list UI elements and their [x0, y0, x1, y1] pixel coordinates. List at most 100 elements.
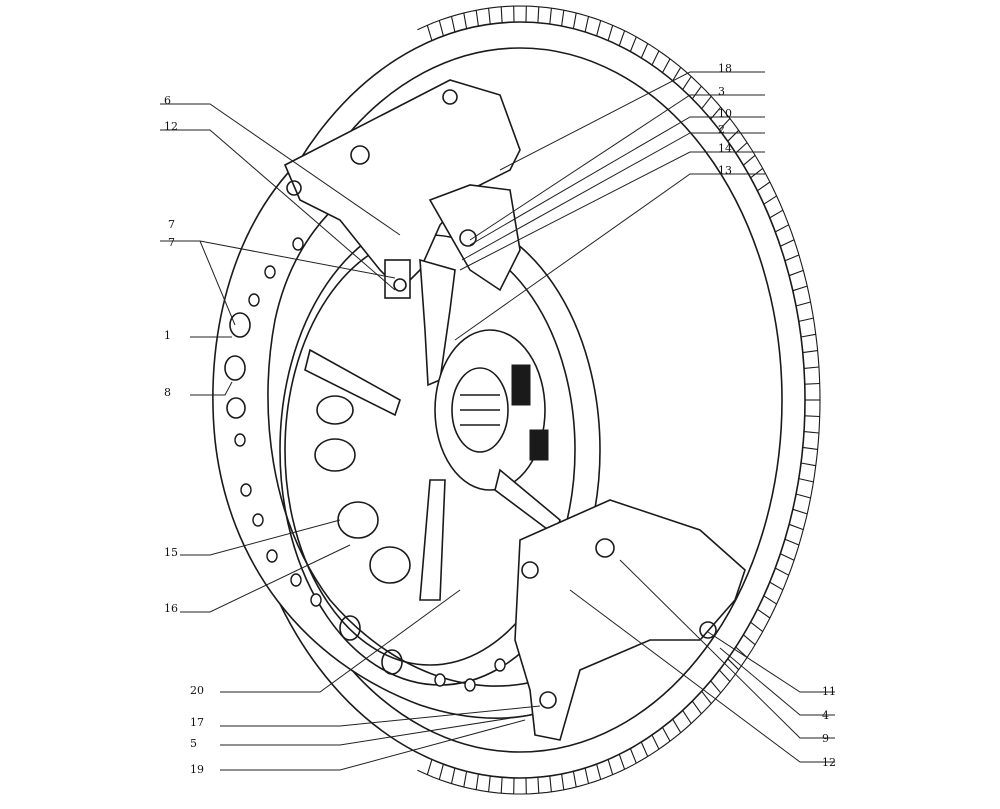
- callout-1: 1: [164, 329, 171, 342]
- callout-8: 8: [164, 386, 171, 399]
- gear-tooth: [651, 734, 660, 750]
- gear-tooth: [584, 16, 590, 33]
- gear-tooth: [629, 36, 637, 52]
- gear-tooth: [795, 493, 811, 499]
- gear-tooth: [750, 167, 764, 179]
- gear-tooth: [735, 142, 748, 154]
- clutch-hub: [304, 329, 561, 601]
- gear-tooth: [780, 553, 795, 561]
- gear-tooth: [682, 710, 692, 724]
- gear-tooth: [596, 20, 602, 37]
- gear-tooth: [662, 727, 671, 742]
- top-release-bracket: [283, 79, 521, 387]
- gear-tooth: [488, 775, 491, 792]
- gear-tooth: [607, 25, 614, 41]
- pressure-springs: [314, 395, 411, 584]
- gear-tooth: [500, 777, 503, 794]
- callout-18: 18: [718, 62, 732, 75]
- gear-tooth: [618, 30, 626, 46]
- gear-tooth: [618, 754, 626, 770]
- gear-tooth: [757, 181, 771, 192]
- gear-tooth: [561, 773, 565, 790]
- gear-tooth: [662, 58, 671, 73]
- gear-tooth: [672, 67, 682, 82]
- gear-tooth: [803, 366, 819, 369]
- gear-tooth: [784, 254, 800, 262]
- gear-tooth: [450, 767, 456, 784]
- gear-tooth: [743, 154, 756, 166]
- gear-tooth: [651, 50, 660, 66]
- callout-3: 3: [718, 85, 725, 98]
- callout-12-top: 12: [164, 120, 178, 133]
- callout-7-lower: 7: [168, 236, 175, 249]
- gear-tooth: [488, 8, 491, 25]
- gear-tooth: [710, 680, 722, 694]
- gear-tooth: [640, 741, 649, 757]
- gear-tooth: [475, 773, 479, 790]
- gear-tooth: [718, 118, 731, 131]
- callout-7-upper: 7: [168, 218, 175, 231]
- gear-tooth: [792, 285, 808, 292]
- callout-10: 10: [718, 107, 732, 120]
- gear-tooth: [784, 538, 800, 546]
- gear-tooth: [463, 12, 468, 29]
- gear-tooth: [804, 382, 820, 385]
- gear-tooth: [572, 771, 577, 788]
- gear-tooth: [792, 508, 808, 515]
- gear-tooth: [640, 43, 649, 59]
- gear-tooth: [727, 129, 740, 142]
- gear-tooth: [788, 269, 804, 277]
- gear-tooth: [780, 239, 795, 247]
- callout-6: 6: [164, 94, 171, 107]
- gear-tooth: [607, 759, 614, 775]
- gear-tooth: [763, 595, 777, 605]
- bottom-release-bracket: [514, 499, 746, 741]
- housing-bolt-holes: [234, 237, 536, 692]
- gear-tooth: [691, 700, 702, 715]
- gear-tooth: [802, 350, 818, 354]
- gear-tooth: [743, 634, 756, 646]
- gear-tooth: [775, 567, 789, 576]
- gear-tooth: [500, 6, 503, 23]
- gear-tooth: [596, 763, 602, 780]
- gear-tooth: [682, 76, 692, 90]
- gear-tooth: [572, 12, 577, 29]
- side-fasteners: [224, 312, 403, 675]
- gear-tooth: [750, 621, 764, 633]
- gear-tooth: [629, 748, 637, 764]
- gear-tooth: [804, 415, 820, 418]
- gear-tooth: [450, 16, 456, 33]
- callout-5: 5: [190, 737, 197, 750]
- gear-tooth: [701, 96, 712, 110]
- callout-16: 16: [164, 602, 178, 615]
- callout-12-bottom: 12: [822, 756, 836, 769]
- gear-tooth: [691, 85, 702, 100]
- gear-tooth: [463, 771, 468, 788]
- callout-15: 15: [164, 546, 178, 559]
- callout-11: 11: [822, 685, 836, 698]
- gear-tooth: [795, 301, 811, 307]
- gear-tooth: [426, 25, 433, 41]
- callout-13: 13: [718, 164, 732, 177]
- callout-labels: 18 3 10 2 14 13 6 12 7 7 1 8 15 16 20 17…: [164, 62, 836, 776]
- gear-tooth: [537, 777, 540, 794]
- callout-4: 4: [822, 709, 829, 722]
- gear-tooth: [798, 317, 814, 322]
- gear-tooth: [549, 775, 552, 792]
- callout-17: 17: [190, 716, 204, 729]
- callout-19: 19: [190, 763, 204, 776]
- gear-tooth: [438, 20, 444, 37]
- gear-tooth: [769, 581, 784, 591]
- gear-tooth: [561, 10, 565, 27]
- gear-tooth: [718, 669, 731, 682]
- flywheel-ring-gear: [234, 5, 821, 795]
- gear-outer-rim: [417, 5, 821, 795]
- callout-14: 14: [718, 142, 732, 155]
- gear-tooth: [788, 523, 804, 531]
- gear-tooth: [537, 6, 540, 23]
- gear-tooth: [584, 767, 590, 784]
- gear-tooth: [775, 224, 789, 233]
- gear-tooth: [798, 478, 814, 483]
